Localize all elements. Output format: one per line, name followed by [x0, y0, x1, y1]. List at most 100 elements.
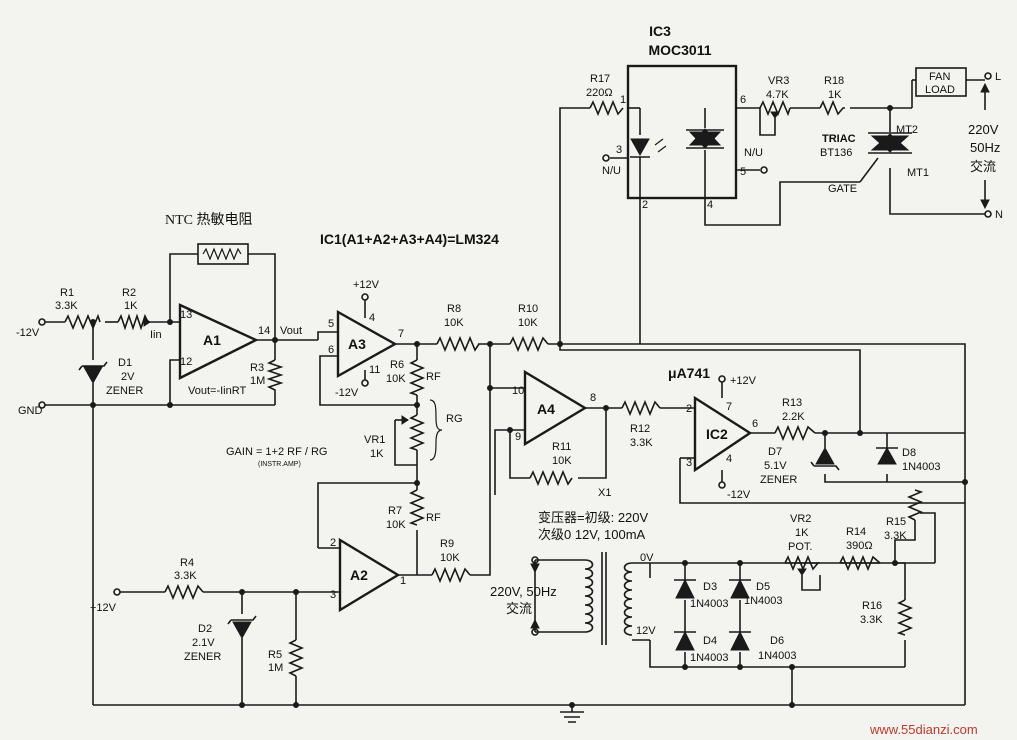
r15-symbol	[906, 489, 924, 521]
r3-value: 1M	[250, 375, 265, 387]
ic3-optocoupler	[626, 64, 738, 200]
r16-symbol	[896, 599, 914, 636]
pin-ic2-2: 2	[686, 403, 692, 415]
r16-label: R16	[862, 600, 882, 612]
rg-bracket	[429, 399, 443, 461]
note-iin: Iin	[150, 329, 162, 341]
note-nu-left: N/U	[602, 165, 621, 177]
triac-symbol	[859, 132, 912, 183]
r4-value: 3.3K	[174, 570, 197, 582]
d6-value: 1N4003	[758, 650, 797, 662]
r2-value: 1K	[124, 300, 138, 312]
pin-ic2-4: 4	[726, 453, 732, 465]
a1-label: A1	[203, 332, 221, 348]
d5-label: D5	[756, 581, 770, 593]
r7-value: 10K	[386, 519, 406, 531]
d4-value: 1N4003	[690, 652, 729, 664]
r8-symbol	[436, 335, 480, 353]
pin-ic3-2: 2	[642, 199, 648, 211]
r10-value: 10K	[518, 317, 538, 329]
fan-load-line2: LOAD	[925, 84, 955, 96]
pin-a3-5: 5	[328, 318, 334, 330]
r12-value: 3.3K	[630, 437, 653, 449]
ground-symbol	[560, 711, 584, 723]
fan-load-box	[915, 67, 967, 97]
r7-symbol	[408, 489, 426, 526]
opamp-a1	[178, 303, 259, 380]
note-gain-sub: (INSTR.AMP)	[258, 461, 301, 468]
ic3-part-label: MOC3011	[648, 42, 711, 58]
ntc-thermistor-body	[197, 243, 249, 265]
transformer-symbol	[584, 552, 650, 645]
pin-a2-3: 3	[330, 589, 336, 601]
triac-label: TRIAC	[822, 133, 856, 145]
r13-label: R13	[782, 397, 802, 409]
pin-a4-9: 9	[515, 431, 521, 443]
d3-label: D3	[703, 581, 717, 593]
rail-pos12-left: +12V	[90, 602, 117, 614]
a4-label: A4	[537, 401, 555, 417]
pin-ic3-3: 3	[616, 144, 622, 156]
ntc-label: NTC 热敏电阻	[165, 212, 253, 228]
r12-label: R12	[630, 423, 650, 435]
pin-a2-1: 1	[400, 575, 406, 587]
r14-label: R14	[846, 526, 866, 538]
pin-a3-7: 7	[398, 328, 404, 340]
r15-value: 3.3K	[884, 530, 907, 542]
r9-value: 10K	[440, 552, 460, 564]
r7-label: R7	[388, 505, 402, 517]
r17-symbol	[589, 99, 624, 117]
pin-ic3-4: 4	[707, 199, 713, 211]
diode-symbols	[78, 361, 898, 651]
opamp-a2	[338, 537, 401, 613]
d1-value: 2V	[121, 371, 135, 383]
terminal-circles	[38, 72, 992, 636]
vr2-type: POT.	[788, 541, 812, 553]
vr1-symbol	[408, 414, 426, 451]
r4-label: R4	[180, 557, 194, 569]
rail-pos12-a3: +12V	[353, 279, 380, 291]
r1-symbol	[64, 313, 101, 331]
r10-symbol	[509, 335, 549, 353]
d8-value: 1N4003	[902, 461, 941, 473]
pin-ic2-7: 7	[726, 401, 732, 413]
junction-dots	[90, 105, 968, 708]
resistor-symbols	[64, 99, 924, 677]
ic1-definition-label: IC1(A1+A2+A3+A4)=LM324	[320, 231, 499, 247]
note-vout-node: Vout	[280, 325, 302, 337]
d7-type: ZENER	[760, 474, 797, 486]
d2-value: 2.1V	[192, 637, 215, 649]
ac-right-line2: 50Hz	[970, 140, 1000, 155]
vr1-value: 1K	[370, 448, 384, 460]
r8-value: 10K	[444, 317, 464, 329]
r17-value: 220Ω	[586, 87, 613, 99]
r8-label: R8	[447, 303, 461, 315]
note-vout-a1: Vout=-IinRT	[188, 385, 246, 397]
r13-value: 2.2K	[782, 411, 805, 423]
r2-label: R2	[122, 287, 136, 299]
r14-symbol	[839, 554, 881, 572]
r9-label: R9	[440, 538, 454, 550]
pin-a1-14: 14	[258, 325, 270, 337]
a3-label: A3	[348, 336, 366, 352]
vr2-value: 1K	[795, 527, 809, 539]
pin-a4-10: 10	[512, 385, 524, 397]
r18-symbol	[819, 99, 845, 117]
secondary-0v: 0V	[640, 552, 654, 564]
note-rf1: RF	[426, 371, 441, 383]
fan-load-line1: FAN	[929, 71, 950, 83]
note-mt2: MT2	[896, 124, 918, 136]
a2-label: A2	[350, 567, 368, 583]
pin-ic3-1: 1	[620, 94, 626, 106]
r1-label: R1	[60, 287, 74, 299]
pin-a4-8: 8	[590, 392, 596, 404]
r18-label: R18	[824, 75, 844, 87]
pin-a3-4: 4	[369, 312, 375, 324]
d2-label: D2	[198, 623, 212, 635]
pin-ic2-3: 3	[686, 457, 692, 469]
note-gate: GATE	[828, 183, 857, 195]
d8-label: D8	[902, 447, 916, 459]
watermark: www.55dianzi.com	[869, 722, 978, 737]
r13-symbol	[774, 424, 816, 442]
rail-gnd: GND	[18, 405, 43, 417]
